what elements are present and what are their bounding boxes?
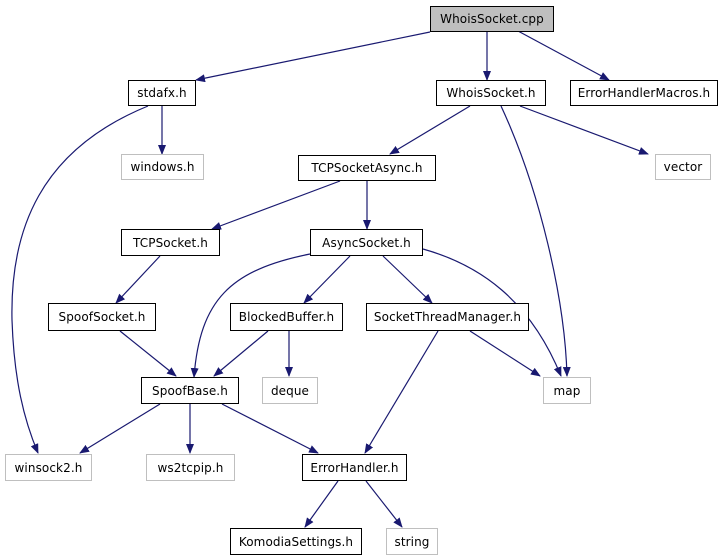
node-label: KomodiaSettings.h	[238, 534, 354, 549]
node-label: ws2tcpip.h	[157, 460, 224, 475]
edge-whoissocket-cpp-to-errorhandlermacros-h	[517, 30, 610, 81]
node-label: vector	[663, 160, 703, 174]
node-blockedbuffer-h[interactable]: BlockedBuffer.h	[230, 303, 343, 331]
node-label: SpoofBase.h	[152, 383, 228, 398]
node-spoofsocket-h[interactable]: SpoofSocket.h	[48, 303, 156, 331]
node-label: winsock2.h	[14, 460, 83, 475]
node-label: SocketThreadManager.h	[373, 310, 522, 324]
edge-asyncsocket-h-to-blockedbuffer-h	[303, 255, 351, 304]
node-socketthreadmanager-h[interactable]: SocketThreadManager.h	[366, 303, 529, 331]
node-label: string	[394, 534, 430, 549]
edge-whoissocket-h-to-tcpsocketasync-h	[389, 105, 471, 155]
edge-asyncsocket-h-to-map	[422, 248, 562, 377]
node-label: windows.h	[130, 160, 195, 174]
edge-whoissocket-h-to-map	[500, 105, 571, 377]
node-errorhandlermacros-h[interactable]: ErrorHandlerMacros.h	[570, 80, 718, 106]
node-winsock2-h[interactable]: winsock2.h	[5, 454, 92, 481]
edge-blockedbuffer-h-to-spoofbase-h	[213, 330, 269, 377]
node-whoissocket-cpp[interactable]: WhoisSocket.cpp	[430, 6, 554, 32]
node-label: TCPSocketAsync.h	[311, 161, 423, 175]
node-label: ErrorHandler.h	[310, 460, 399, 475]
node-label: ErrorHandlerMacros.h	[577, 86, 711, 100]
node-label: SpoofSocket.h	[58, 310, 146, 324]
edge-socketthreadmanager-h-to-errorhandler-h	[364, 330, 439, 454]
edge-spoofbase-h-to-winsock2-h	[79, 403, 161, 454]
node-asyncsocket-h[interactable]: AsyncSocket.h	[310, 229, 423, 256]
edge-spoofbase-h-to-errorhandler-h	[221, 403, 319, 454]
edge-tcpsocketasync-h-to-tcpsocket-h	[211, 180, 341, 230]
node-stdafx-h[interactable]: stdafx.h	[128, 80, 196, 106]
node-tcpsocket-h[interactable]: TCPSocket.h	[121, 229, 220, 256]
node-map[interactable]: map	[543, 377, 591, 404]
edge-whoissocket-h-to-vector	[519, 105, 649, 155]
node-ws2tcpip-h[interactable]: ws2tcpip.h	[146, 454, 235, 481]
edge-asyncsocket-h-to-socketthreadmanager-h	[382, 255, 433, 304]
edge-tcpsocket-h-to-spoofsocket-h	[115, 255, 161, 304]
node-label: WhoisSocket.h	[446, 86, 536, 100]
edge-whoissocket-cpp-to-stdafx-h	[195, 31, 431, 83]
node-label: stdafx.h	[137, 86, 187, 100]
edge-spoofsocket-h-to-spoofbase-h	[119, 330, 177, 377]
node-vector[interactable]: vector	[655, 154, 711, 180]
node-spoofbase-h[interactable]: SpoofBase.h	[141, 377, 239, 404]
edge-errorhandler-h-to-komodiasettings-h	[304, 480, 339, 528]
node-label: BlockedBuffer.h	[238, 310, 335, 324]
node-tcpsocketasync-h[interactable]: TCPSocketAsync.h	[298, 155, 436, 181]
node-label: WhoisSocket.cpp	[440, 12, 544, 26]
node-deque[interactable]: deque	[262, 377, 318, 404]
edge-socketthreadmanager-h-to-map	[469, 330, 541, 377]
node-string[interactable]: string	[386, 528, 438, 555]
edge-asyncsocket-h-to-spoofbase-h	[190, 253, 311, 378]
node-label: TCPSocket.h	[133, 235, 208, 250]
edge-stdafx-h-to-winsock2-h	[11, 105, 149, 454]
node-komodiasettings-h[interactable]: KomodiaSettings.h	[230, 528, 362, 555]
node-errorhandler-h[interactable]: ErrorHandler.h	[302, 454, 407, 481]
node-label: AsyncSocket.h	[322, 235, 411, 250]
node-whoissocket-h[interactable]: WhoisSocket.h	[436, 80, 546, 106]
node-windows-h[interactable]: windows.h	[121, 154, 204, 180]
node-label: map	[553, 383, 581, 398]
node-label: deque	[270, 383, 310, 398]
edge-errorhandler-h-to-string	[365, 480, 403, 528]
